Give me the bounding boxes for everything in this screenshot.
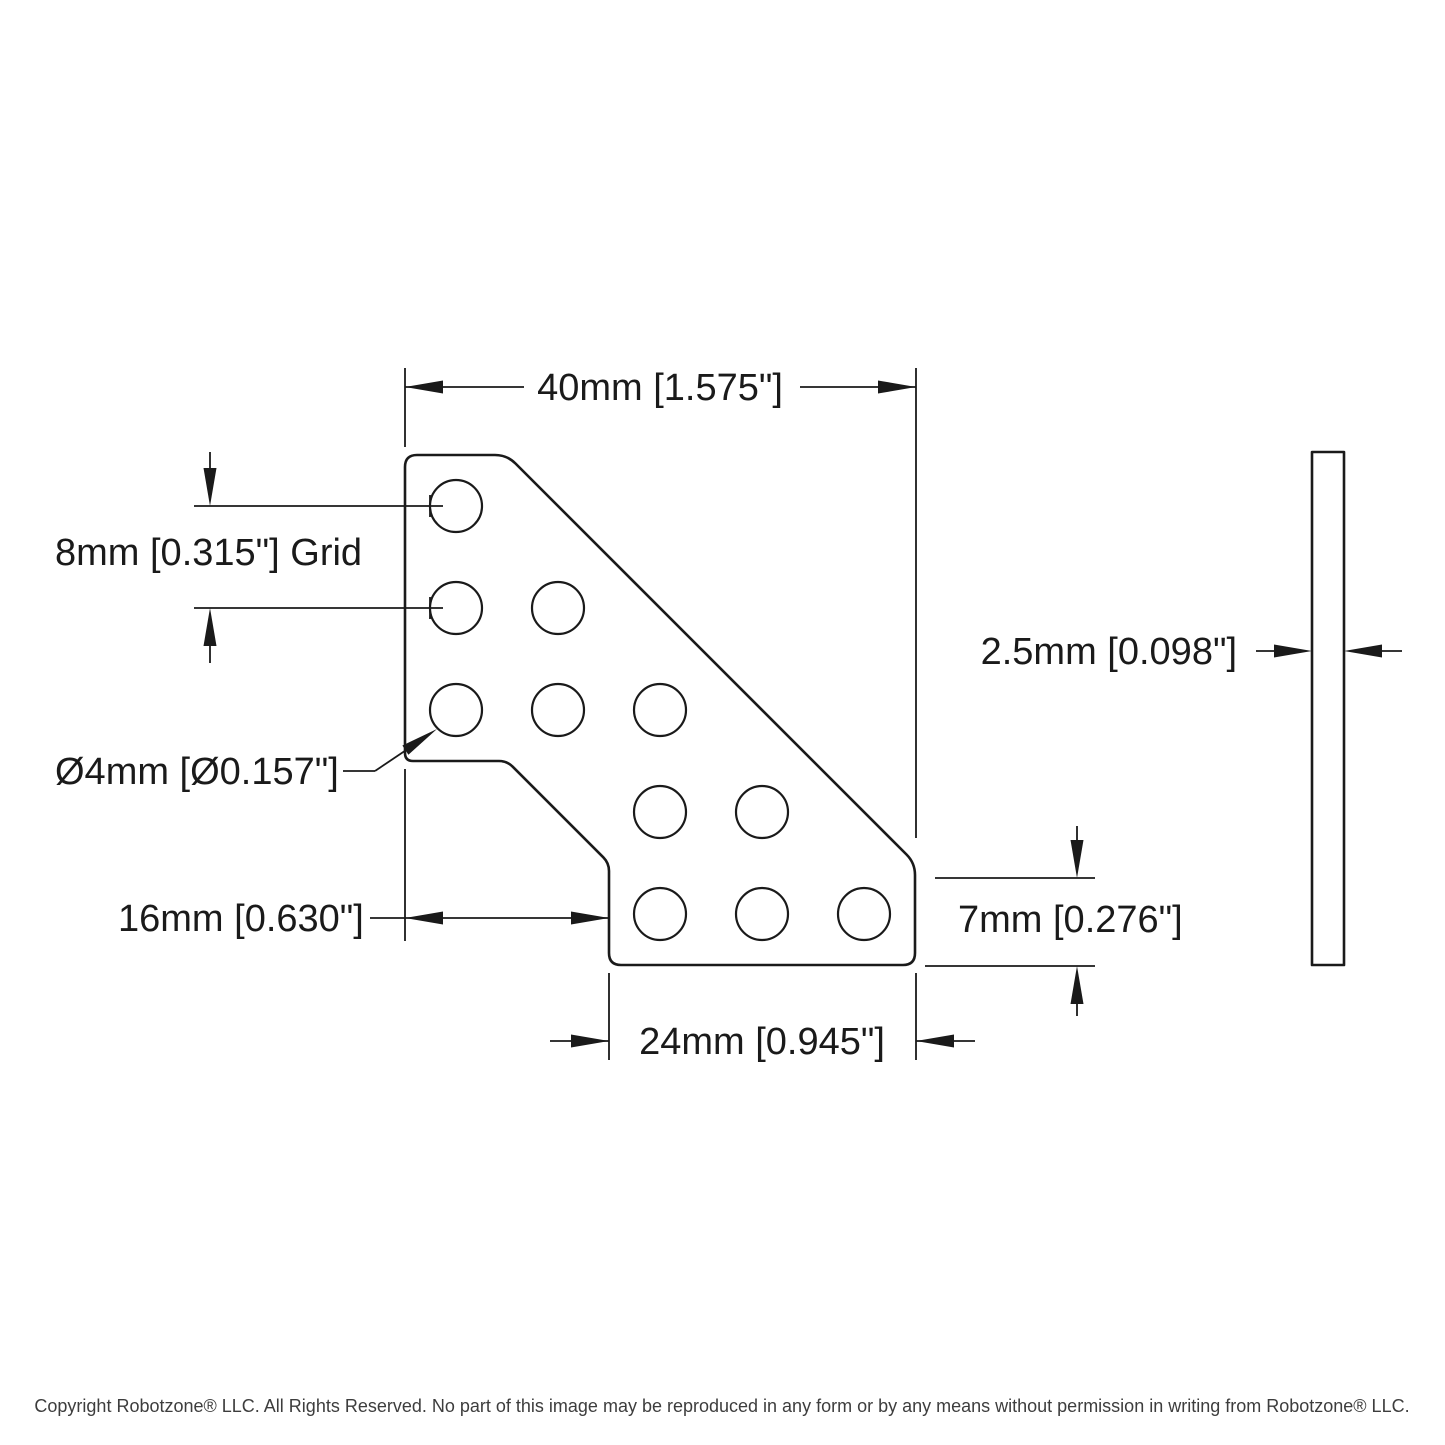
dim-bottom-tab-height: 7mm [0.276"]: [925, 826, 1183, 1016]
dim-hole-grid-label: 8mm [0.315"] Grid: [55, 532, 362, 574]
hole-pattern: [428, 478, 892, 942]
front-view: [403, 453, 917, 967]
dim-bottom-tab-width: 24mm [0.945"]: [550, 973, 975, 1063]
hole: [632, 886, 688, 942]
dim-bottom-tab-height-label: 7mm [0.276"]: [958, 899, 1183, 941]
arrowhead-left-icon: [405, 911, 443, 925]
arrowhead-up-icon: [203, 608, 217, 646]
hole: [632, 682, 688, 738]
arrowhead-left-icon: [1344, 644, 1382, 658]
hole: [632, 784, 688, 840]
hole: [734, 784, 790, 840]
arrowhead-down-icon: [203, 468, 217, 506]
arrowhead-left-icon: [916, 1034, 954, 1048]
hole: [836, 886, 892, 942]
dim-hole-grid: 8mm [0.315"] Grid: [55, 452, 443, 663]
dim-lower-left-width-label: 16mm [0.630"]: [118, 898, 364, 940]
arrowhead-left-icon: [405, 380, 443, 394]
arrowhead-right-icon: [571, 1034, 609, 1048]
side-view-outline: [1310, 450, 1346, 967]
hole: [428, 682, 484, 738]
arrowhead-right-icon: [1274, 644, 1312, 658]
dim-thickness-label: 2.5mm [0.098"]: [981, 631, 1237, 673]
arrowhead-right-icon: [878, 380, 916, 394]
arrowhead-upright-icon: [402, 729, 437, 755]
arrowhead-up-icon: [1070, 966, 1084, 1004]
hole: [734, 886, 790, 942]
side-view: [1310, 450, 1346, 967]
plate-outline: [403, 453, 917, 967]
hole: [530, 580, 586, 636]
arrowhead-right-icon: [571, 911, 609, 925]
copyright-notice: Copyright Robotzone® LLC. All Rights Res…: [34, 1396, 1409, 1416]
dim-overall-width: 40mm [1.575"]: [404, 367, 917, 838]
dim-hole-diameter-label: Ø4mm [Ø0.157"]: [55, 751, 339, 793]
dim-overall-width-label: 40mm [1.575"]: [537, 367, 783, 409]
arrowhead-down-icon: [1070, 840, 1084, 878]
dim-thickness: 2.5mm [0.098"]: [981, 631, 1402, 673]
dim-hole-diameter: Ø4mm [Ø0.157"]: [55, 729, 437, 793]
hole: [530, 682, 586, 738]
dim-lower-left-width: 16mm [0.630"]: [118, 769, 609, 941]
dim-bottom-tab-width-label: 24mm [0.945"]: [639, 1021, 885, 1063]
